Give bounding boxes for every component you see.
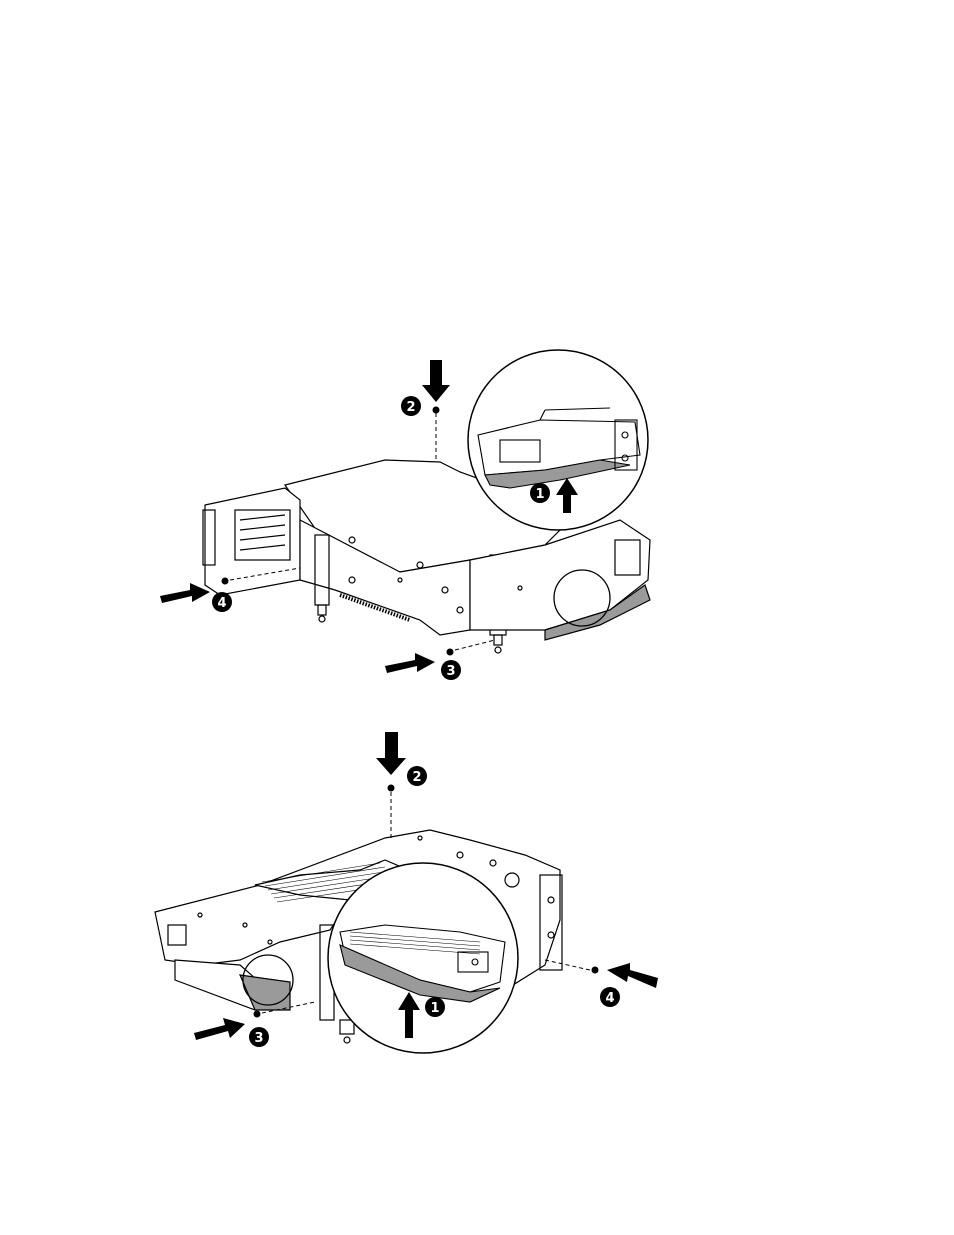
callout-2-top: 2 (401, 396, 421, 416)
screw-4-top (222, 578, 229, 585)
callout-3-bottom: 3 (249, 1027, 269, 1047)
callout-4-bottom: 4 (600, 987, 620, 1007)
screw-path-3-top (455, 640, 495, 650)
arrow-right-3-bottom (194, 1018, 245, 1040)
callout-1-top: 1 (530, 483, 550, 503)
svg-text:2: 2 (406, 400, 415, 415)
arrow-down-2-bottom (376, 732, 406, 775)
magnifier-circle-bottom (328, 863, 518, 1053)
svg-text:4: 4 (217, 596, 226, 611)
svg-text:3: 3 (254, 1031, 263, 1046)
riser-cage-diagram-bottom: 2 1 3 4 (0, 720, 954, 1090)
arrow-right-3-top (385, 653, 435, 673)
svg-text:2: 2 (412, 770, 421, 785)
svg-text:4: 4 (605, 991, 614, 1006)
riser-cage-illustration-bottom: 2 1 3 4 (0, 720, 954, 1090)
screw-4-bottom (592, 967, 599, 974)
svg-text:1: 1 (430, 1001, 439, 1016)
screw-2-bottom (388, 785, 395, 792)
screw-3-bottom (254, 1011, 261, 1018)
svg-text:1: 1 (535, 487, 544, 502)
riser-cage-diagram-top: 2 1 4 3 (0, 340, 954, 700)
arrow-down-2-top (422, 360, 450, 402)
svg-text:3: 3 (446, 664, 455, 679)
screw-2-top (433, 407, 440, 414)
riser-cage-illustration-top: 2 1 4 3 (0, 340, 954, 700)
callout-1-bottom: 1 (425, 997, 445, 1017)
screw-path-4-bottom (545, 960, 590, 970)
callout-3-top: 3 (441, 660, 461, 680)
callout-2-bottom: 2 (407, 766, 427, 786)
arrow-right-4-top (160, 583, 210, 603)
callout-4-top: 4 (212, 592, 232, 612)
arrow-left-4-bottom (607, 963, 658, 988)
screw-3-top (447, 649, 454, 656)
magnifier-circle-top (468, 350, 648, 530)
